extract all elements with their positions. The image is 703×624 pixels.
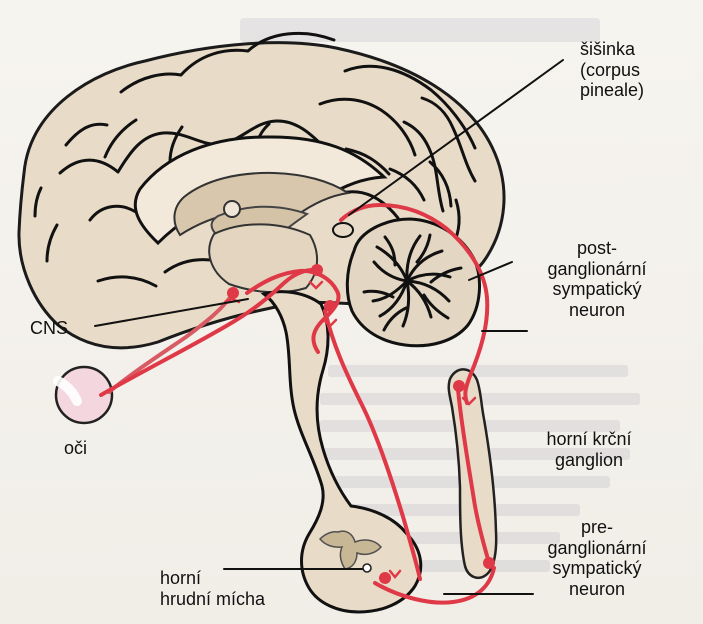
pre-neuron-line-4: neuron (535, 579, 659, 600)
pre-neuron-line-2: ganglionární (535, 538, 659, 559)
post-neuron-line-3: sympatický (537, 279, 657, 300)
eyes-label-text: oči (64, 438, 87, 459)
pineal-label-line-3: pineale) (580, 80, 644, 101)
small-nucleus (224, 201, 240, 217)
pineal-label-line-1: šišinka (580, 39, 644, 60)
pre-neuron-line-1: pre- (535, 517, 659, 538)
cervical-label-line-1: horní krční (528, 429, 650, 450)
cns-label-text: CNS (30, 318, 68, 339)
pineal-gland (333, 223, 353, 237)
post-neuron-label: post- ganglionární sympatický neuron (537, 238, 657, 321)
thoracic-label-line-2: hrudní mícha (160, 589, 265, 610)
cns-label: CNS (30, 318, 68, 339)
pre-neuron-label: pre- ganglionární sympatický neuron (535, 517, 659, 600)
eyes-label: oči (64, 438, 87, 459)
cervical-label-line-2: ganglion (528, 450, 650, 471)
pre-neuron-line-3: sympatický (535, 558, 659, 579)
pineal-label-line-2: (corpus (580, 60, 644, 81)
cervical-label: horní krční ganglion (528, 429, 650, 470)
pineal-label: šišinka (corpus pineale) (580, 39, 644, 101)
post-neuron-line-4: neuron (537, 300, 657, 321)
post-neuron-line-2: ganglionární (537, 259, 657, 280)
central-canal (363, 564, 371, 572)
thoracic-label: horní hrudní mícha (160, 568, 265, 609)
post-neuron-line-1: post- (537, 238, 657, 259)
thoracic-label-line-1: horní (160, 568, 265, 589)
